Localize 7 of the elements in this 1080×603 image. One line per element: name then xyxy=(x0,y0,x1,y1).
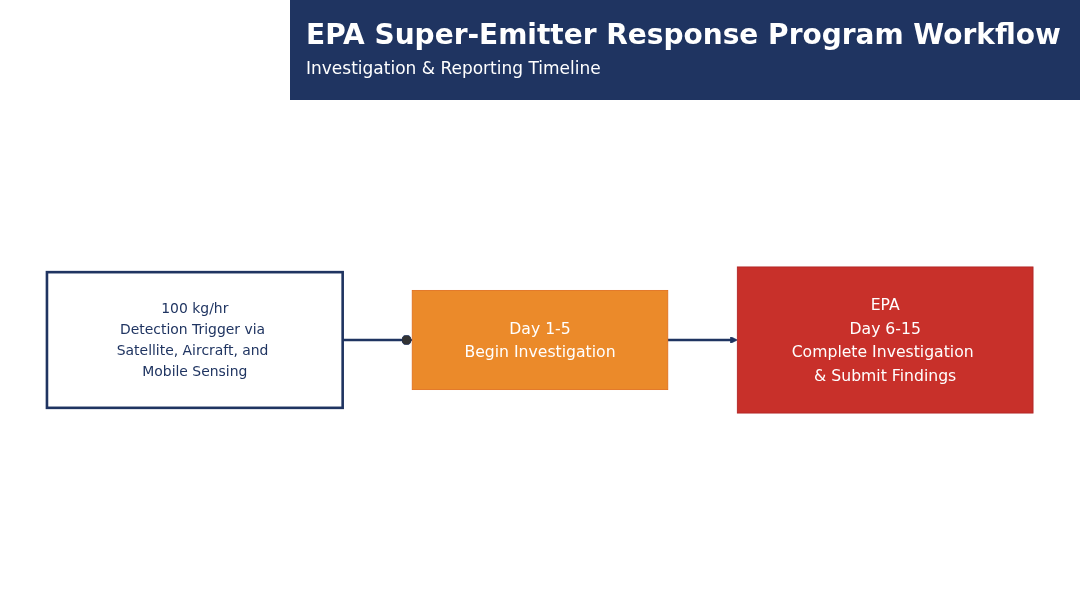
arrow xyxy=(667,336,738,344)
connector xyxy=(342,334,413,346)
subtitle: Investigation & Reporting Timeline xyxy=(306,58,601,78)
title: EPA Super-Emitter Response Program Workflow xyxy=(306,18,1061,51)
node-box: EPA Day 6-15 Complete Investigation & Submit Findings xyxy=(736,266,1034,414)
node-box: 100 kg/hr Detection Trigger via Satellite, Aircraft, and Mobile Sensing xyxy=(45,270,344,410)
node-box: Day 1-5 Begin Investigation xyxy=(411,290,669,390)
